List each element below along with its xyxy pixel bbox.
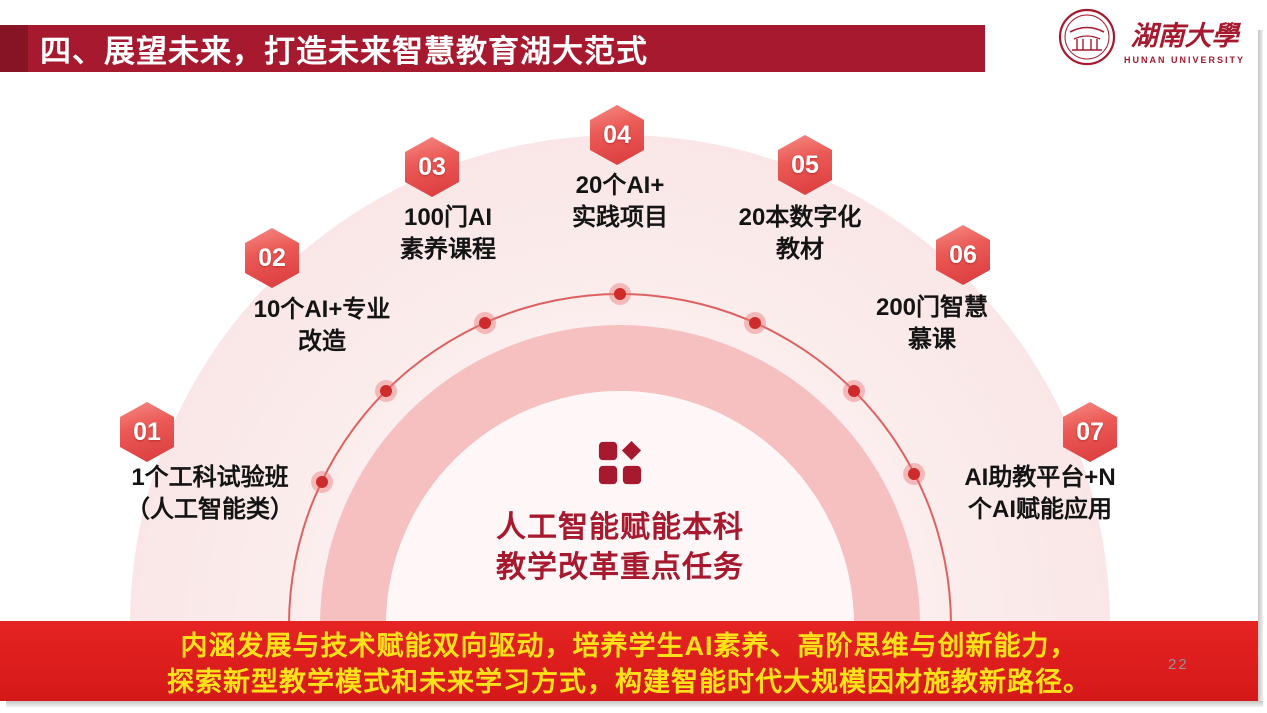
arc-dot [316,476,328,488]
task-number: 07 [1076,417,1104,446]
task-label-03: 100门AI 素养课程 [338,202,558,267]
task-number: 01 [133,417,161,446]
task-label-line: 100门AI [403,204,493,231]
task-label-02: 10个AI+专业 改造 [197,294,447,359]
arc-dot [749,317,761,329]
task-label-line: 1个工科试验班 [131,464,289,491]
task-label-line: （人工智能类） [126,496,294,524]
task-label-line: 改造 [298,328,346,356]
center-title-line: 人工智能赋能本科 [496,511,744,544]
apps-icon [597,440,643,491]
page-number: 22 [1168,656,1189,673]
task-number: 02 [258,243,286,272]
task-badge-02: 02 [245,228,299,288]
diagram-center-title: 人工智能赋能本科 教学改革重点任务 [420,508,820,587]
task-badge-03: 03 [405,137,459,197]
arc-dot [380,385,392,397]
task-number: 05 [791,150,819,179]
task-label-05: 20本数字化 教材 [690,202,910,267]
task-badge-04: 04 [590,105,644,165]
task-label-line: 10个AI+专业 [253,296,391,323]
university-name-cn: 湖南大學 [1130,21,1239,51]
task-number: 04 [603,120,631,149]
task-badge-06: 06 [936,225,990,285]
task-label-line: 素养课程 [400,236,496,264]
task-badge-01: 01 [120,402,174,462]
task-label-line: 个AI赋能应用 [968,496,1112,524]
task-badge-07: 07 [1063,402,1117,462]
footer-line: 内涵发展与技术赋能双向驱动，培养学生AI素养、高阶思维与创新能力， [180,631,1078,661]
task-label-06: 200门智慧 慕课 [822,292,1042,357]
arc-dot [848,385,860,397]
footer-banner: 内涵发展与技术赋能双向驱动，培养学生AI素养、高阶思维与创新能力， 探索新型教学… [0,621,1258,701]
task-label-line: AI助教平台+N [964,464,1116,491]
university-name-en: HUNAN UNIVERSITY [1123,55,1245,65]
task-label-line: 慕课 [908,326,956,354]
university-name: 湖南大學 HUNAN UNIVERSITY [1124,14,1245,65]
task-label-line: 200门智慧 [875,294,989,321]
task-label-04: 20个AI+ 实践项目 [510,170,730,235]
slide-shadow-bottom [6,701,1263,707]
footer-line: 探索新型教学模式和未来学习方式，构建智能时代大规模因材施教新路径。 [167,667,1091,698]
arc-dot [614,288,626,300]
arc-dot [908,468,920,480]
task-label-01: 1个工科试验班 （人工智能类） [85,462,335,527]
center-title-line: 教学改革重点任务 [496,550,744,584]
slide-shadow-right [1258,30,1263,705]
task-label-line: 教材 [776,236,824,264]
task-number: 06 [949,240,977,269]
task-label-line: 20个AI+ [575,172,665,199]
university-logo: 湖南大學 HUNAN UNIVERSITY [1058,8,1245,71]
page-title: 四、展望未来，打造未来智慧教育湖大范式 [40,34,648,69]
task-label-line: 实践项目 [572,204,668,232]
task-number: 03 [418,152,446,181]
university-seal-icon [1058,8,1116,71]
task-label-line: 20本数字化 [738,204,862,231]
task-label-07: AI助教平台+N 个AI赋能应用 [925,462,1155,527]
header-bar: 四、展望未来，打造未来智慧教育湖大范式 [0,25,985,72]
task-badge-05: 05 [778,135,832,195]
arc-dot [479,317,491,329]
